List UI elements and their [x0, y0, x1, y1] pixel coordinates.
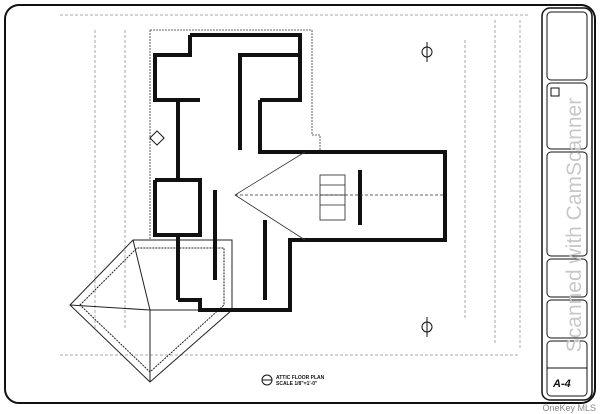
credit-label: OneKey MLS: [542, 403, 596, 413]
walls: [153, 33, 447, 312]
roof-outline: [149, 29, 321, 240]
sheet-border: [4, 4, 596, 404]
drawing-title: ATTIC FLOOR PLAN SCALE 1/8"=1'-0": [276, 375, 324, 387]
title-block: [541, 7, 593, 401]
sheet-number: A-4: [553, 378, 571, 390]
dimension-lines: [60, 14, 530, 356]
drawing-scale: SCALE 1/8"=1'-0": [276, 381, 318, 387]
drawing-title-text: ATTIC FLOOR PLAN: [276, 375, 325, 381]
stair: [319, 174, 346, 221]
north-arrow-icon: [149, 42, 433, 337]
watermark: Scanned with CamScanner: [563, 97, 586, 353]
section-marker-icon: [261, 374, 273, 386]
